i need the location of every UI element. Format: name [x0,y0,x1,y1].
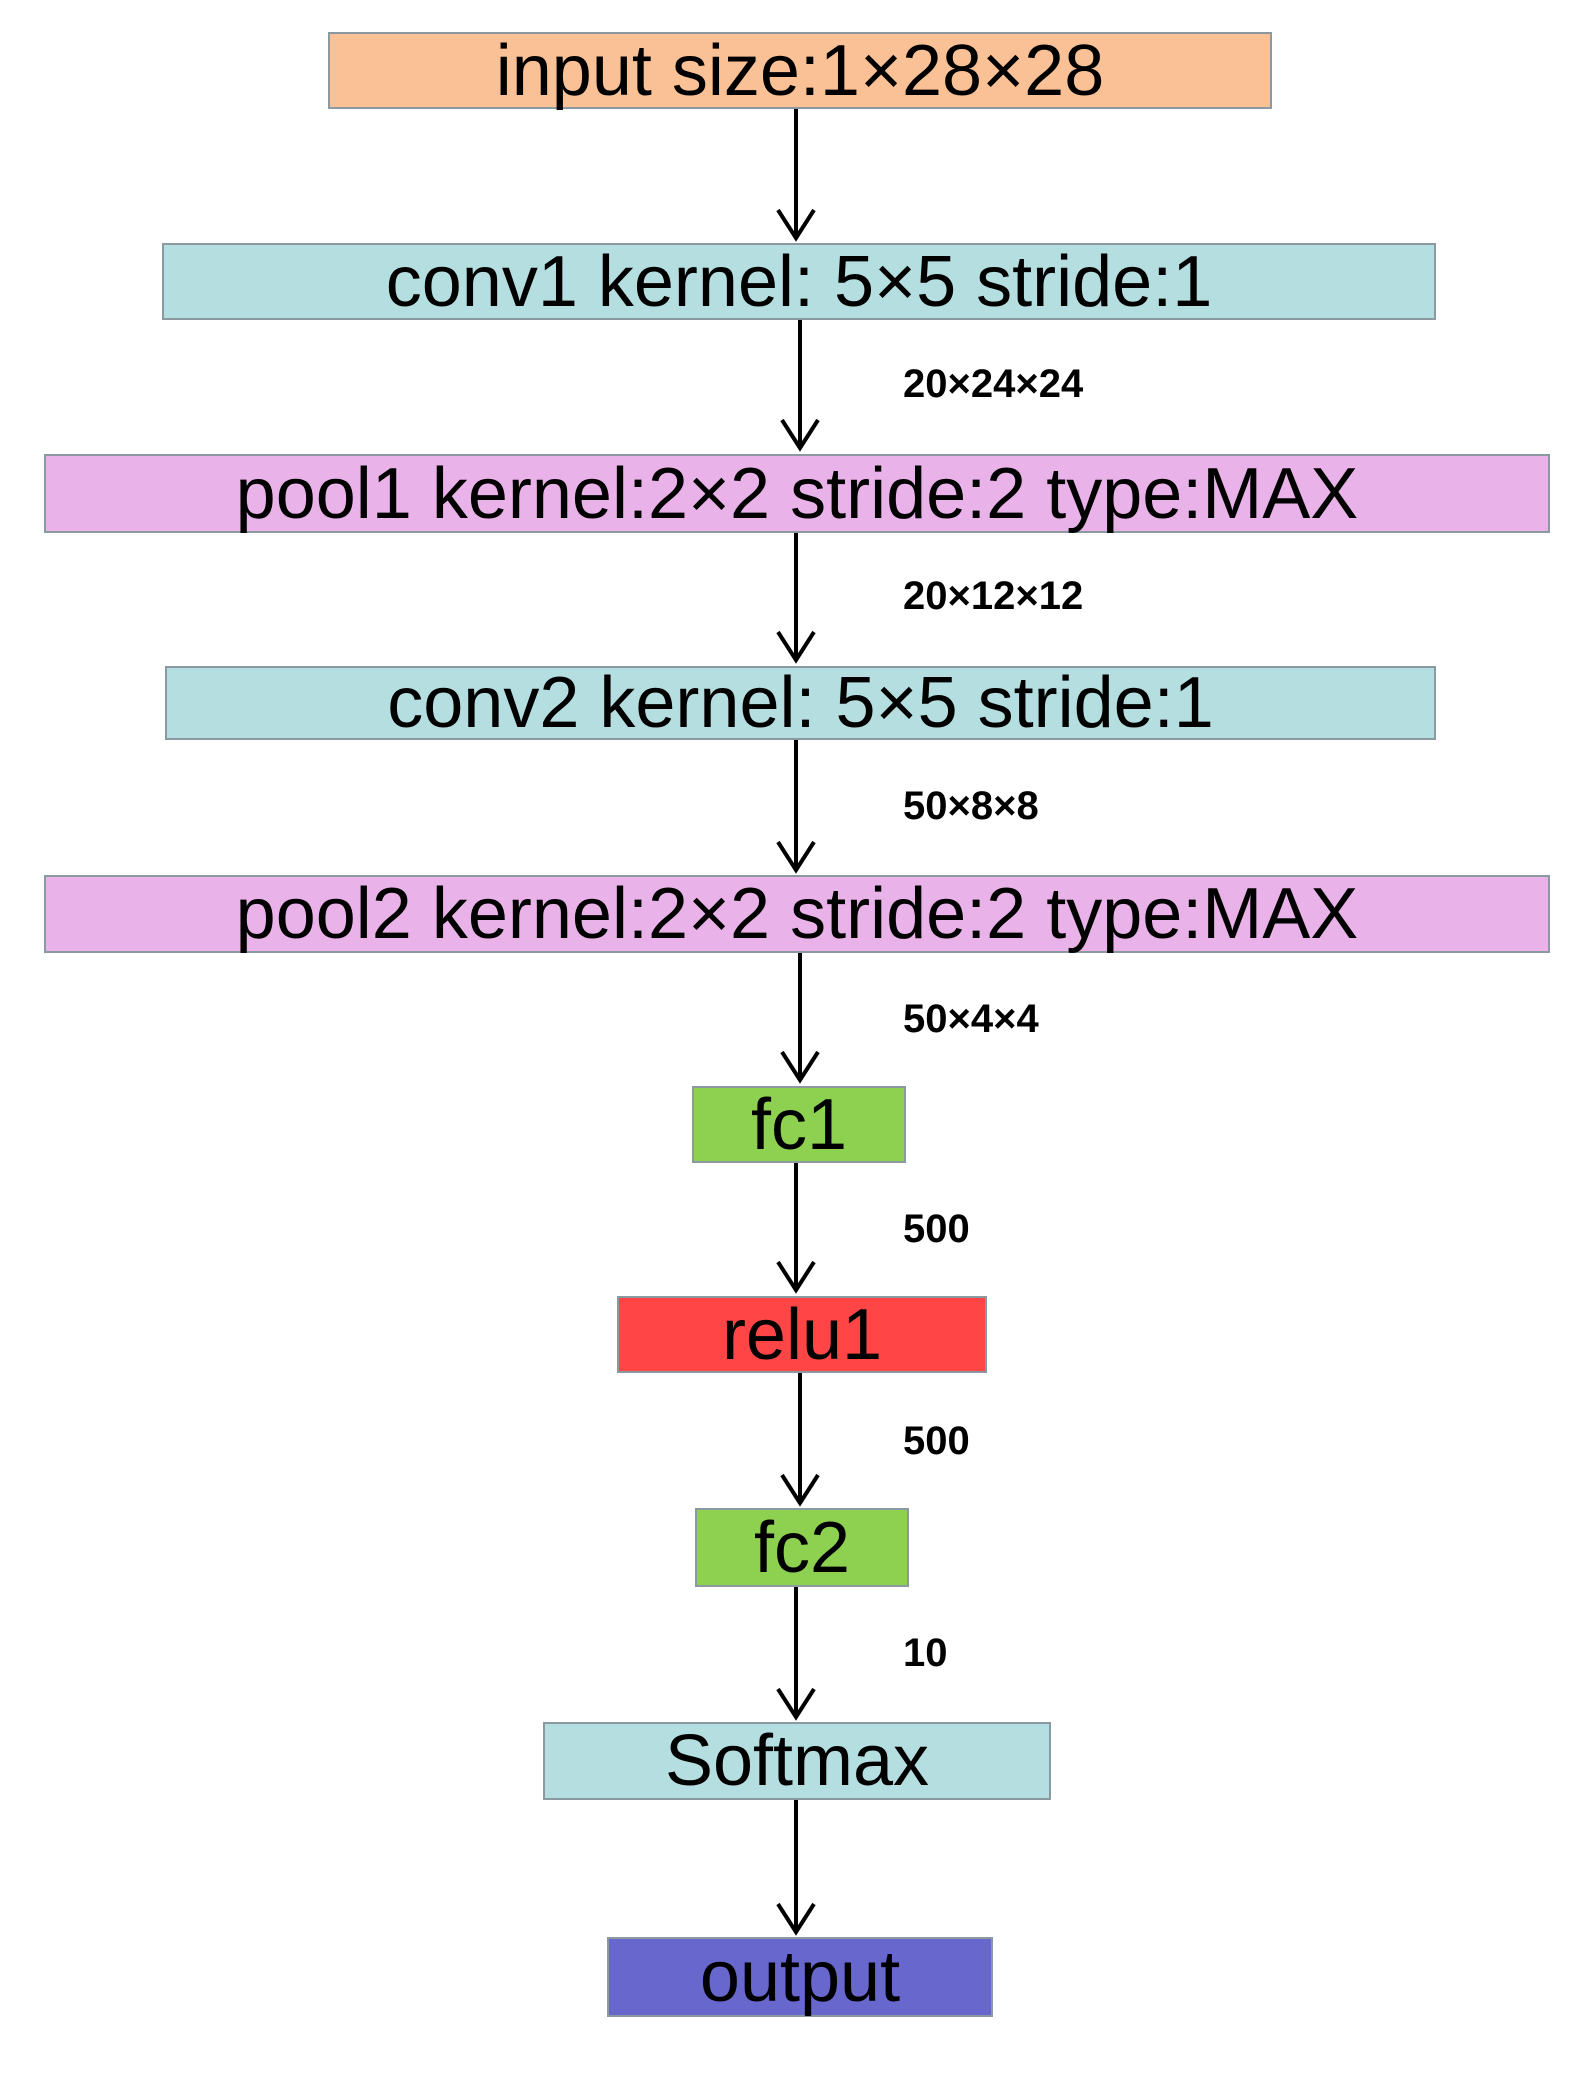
node-relu1: relu1 [617,1296,987,1373]
node-pool1: pool1 kernel:2×2 stride:2 type:MAX [44,454,1550,533]
dim-label-pool1-out: 20×12×12 [903,574,1084,618]
node-conv2: conv2 kernel: 5×5 stride:1 [165,666,1436,740]
arrow-pool2-to-fc1 [780,953,820,1084]
arrow-softmax-to-output [776,1800,816,1936]
dim-label-conv1-out: 20×24×24 [903,362,1084,406]
dim-label-pool2-out: 50×4×4 [903,997,1039,1041]
arrow-fc2-to-softmax [776,1587,816,1721]
node-output: output [607,1937,993,2017]
node-fc1: fc1 [692,1086,906,1163]
dim-label-fc1-out: 500 [903,1207,970,1251]
node-fc2: fc2 [695,1508,909,1587]
arrow-conv2-to-pool2 [776,740,816,874]
node-pool2: pool2 kernel:2×2 stride:2 type:MAX [44,875,1550,953]
node-input: input size:1×28×28 [328,32,1272,109]
arrow-input-to-conv1 [776,108,816,242]
arrow-fc1-to-relu1 [776,1163,816,1294]
arrow-pool1-to-conv2 [776,532,816,664]
node-conv1: conv1 kernel: 5×5 stride:1 [162,243,1436,320]
arrow-conv1-to-pool1 [780,320,820,452]
arrow-relu1-to-fc2 [780,1373,820,1507]
node-softmax: Softmax [543,1722,1051,1800]
dim-label-fc2-out: 10 [903,1631,948,1675]
dim-label-conv2-out: 50×8×8 [903,784,1039,828]
dim-label-relu1-out: 500 [903,1419,970,1463]
